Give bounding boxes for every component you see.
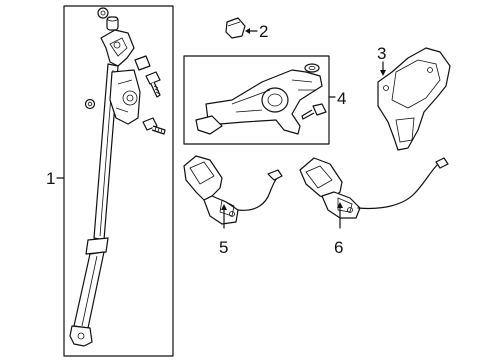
buckle-5 — [183, 155, 283, 225]
wire-5 — [237, 175, 281, 211]
seat-belt-assembly — [69, 7, 166, 347]
cap-part — [225, 17, 246, 39]
callout-5: 5 — [219, 238, 228, 257]
lower-anchor — [69, 325, 93, 347]
belt-webbing-lower — [73, 251, 105, 329]
height-adjuster — [195, 63, 323, 135]
callout-3: 3 — [377, 44, 386, 63]
callout-4: 4 — [337, 89, 346, 108]
washer-top — [97, 7, 109, 19]
part1-frame — [63, 5, 174, 357]
retractor — [109, 69, 141, 125]
wire-6 — [357, 163, 439, 210]
clip — [134, 55, 151, 71]
callout-6: 6 — [334, 238, 343, 257]
callout-1: 1 — [46, 169, 55, 188]
bracket-part — [377, 47, 451, 151]
tongue-plate — [85, 237, 109, 255]
washer-left — [84, 98, 96, 110]
bolt-lower — [142, 117, 166, 135]
part4-frame — [183, 55, 330, 145]
adjuster-bolt — [301, 103, 327, 120]
bolt-upper — [145, 71, 161, 98]
bushing-top — [106, 16, 119, 31]
callout-2: 2 — [259, 22, 268, 41]
buckle-6 — [299, 157, 449, 219]
